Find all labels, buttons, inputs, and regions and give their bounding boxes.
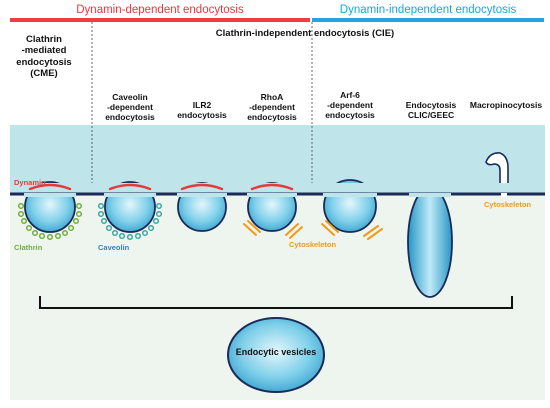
cytoskeleton-tag-macro: Cytoskeleton xyxy=(484,200,532,209)
macropinocytosis-label: Macropinocytosis xyxy=(469,100,543,110)
dynamin-dependent-bar xyxy=(10,18,310,22)
dynamin-independent-bar xyxy=(312,18,544,22)
rhoa-label: RhoA -dependent endocytosis xyxy=(247,92,297,123)
arf6-label: Arf-6 -dependent endocytosis xyxy=(325,90,375,121)
cme-label: Clathrin -mediated endocytosis (CME) xyxy=(16,34,72,80)
endocytic-vesicles-label: Endocytic vesicles xyxy=(235,347,317,357)
cie-label: Clathrin-independent endocytosis (CIE) xyxy=(215,28,395,39)
ilr2-label: ILR2 endocytosis xyxy=(177,100,227,121)
endocytic-vesicle-shape xyxy=(227,317,325,393)
clathrin-coat xyxy=(17,202,83,241)
cytoskeleton-filaments xyxy=(243,220,383,240)
clathrin-tag: Clathrin xyxy=(14,243,43,252)
dynamin-dependent-header: Dynamin-dependent endocytosis xyxy=(76,4,244,16)
dynamin-independent-header: Dynamin-independent endocytosis xyxy=(339,4,517,16)
dynamin-rings xyxy=(28,183,294,191)
clic-geec-label: Endocytosis CLIC/GEEC xyxy=(405,100,457,121)
caveolin-dependent-label: Caveolin -dependent endocytosis xyxy=(105,92,155,123)
clic-geec-tubule xyxy=(407,186,453,298)
caveolin-tag: Caveolin xyxy=(98,243,130,252)
caveolin-coat xyxy=(97,202,163,241)
dynamin-tag: Dynamin xyxy=(14,178,46,187)
convergence-bracket xyxy=(39,296,513,309)
extracellular-space xyxy=(10,125,545,193)
cytoskeleton-tag-rhoa: Cytoskeleton xyxy=(289,240,337,249)
